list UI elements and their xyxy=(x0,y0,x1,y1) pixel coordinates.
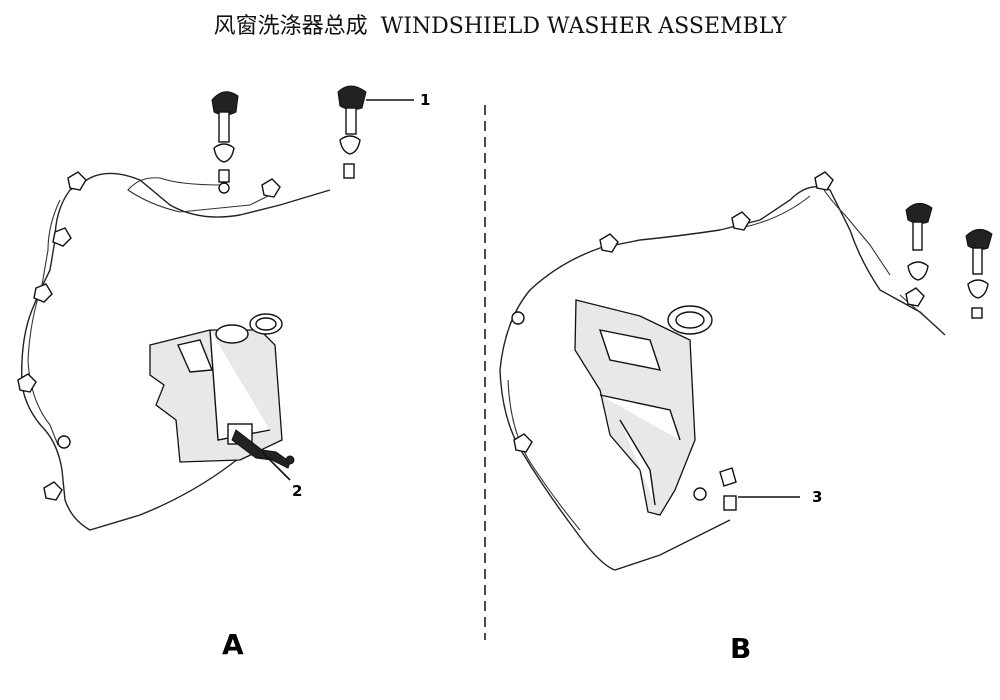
hose-b-branch xyxy=(739,183,941,331)
washer-pump-b xyxy=(693,467,737,511)
washer-pump xyxy=(231,429,295,469)
washer-nozzle-b-right xyxy=(965,229,993,319)
washer-nozzle-right xyxy=(337,85,367,179)
title-chinese: 风窗洗涤器总成 xyxy=(213,14,368,39)
panel-label-a: A xyxy=(222,628,244,661)
panel-a-drawing xyxy=(17,85,414,531)
page-title: 风窗洗涤器总成 WINDSHIELD WASHER ASSEMBLY xyxy=(0,8,1000,40)
washer-nozzle-b-left xyxy=(905,203,933,281)
washer-reservoir-a xyxy=(149,313,283,463)
hose-clips-a xyxy=(17,171,281,501)
washer-nozzle-left xyxy=(211,91,239,183)
washer-reservoir-b xyxy=(574,299,713,516)
panel-label-b: B xyxy=(730,632,752,665)
panel-b-drawing xyxy=(499,171,993,571)
callout-2: 2 xyxy=(292,482,303,500)
hose-b-main xyxy=(499,186,946,571)
hose-a-branch xyxy=(127,177,271,213)
callout-3: 3 xyxy=(812,488,823,506)
leader-line-2 xyxy=(261,451,291,481)
hose-a-main xyxy=(21,172,331,531)
hose-clips-b xyxy=(511,171,925,453)
title-english: WINDSHIELD WASHER ASSEMBLY xyxy=(380,14,787,39)
callout-1: 1 xyxy=(420,91,431,109)
